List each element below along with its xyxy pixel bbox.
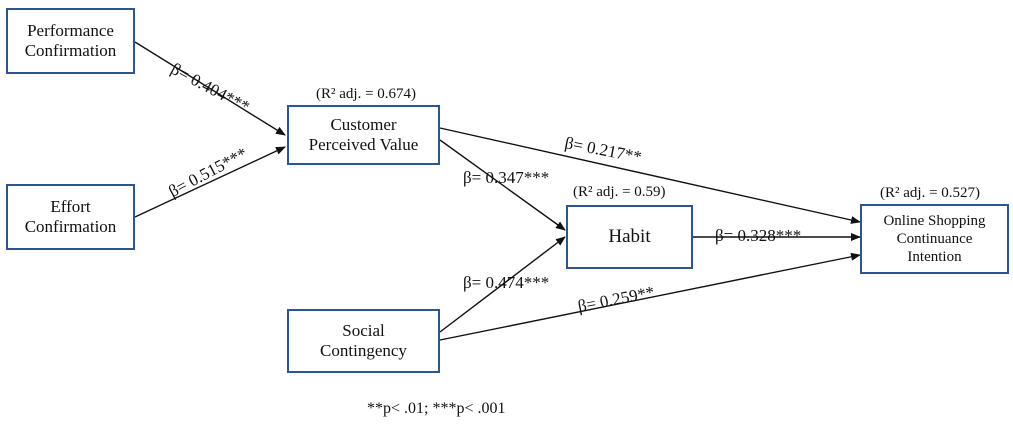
node-effort-confirmation: Effort Confirmation: [6, 184, 135, 250]
label-cpv-habit: β= 0.347***: [463, 168, 550, 187]
node-performance-line1: Performance: [27, 20, 114, 40]
node-cpv-line1: Customer: [330, 114, 397, 134]
node-habit: Habit: [566, 205, 693, 269]
node-osci-line3: Intention: [907, 249, 962, 265]
node-performance-line2: Confirmation: [24, 41, 117, 60]
label-habit-osci: β= 0.328***: [715, 226, 802, 245]
arrow-social-to-habit: [439, 236, 566, 333]
r2-cpv: (R² adj. = 0.674): [316, 86, 417, 102]
node-osci-line1: Online Shopping: [883, 213, 986, 229]
node-habit-line1: Habit: [608, 225, 651, 247]
node-online-shopping-continuance-intention: Online Shopping Continuance Intention: [860, 204, 1009, 274]
node-cpv-line2: Perceived Value: [308, 135, 419, 154]
arrow-effort-to-cpv: [134, 146, 286, 218]
arrow-cpv-to-habit: [439, 139, 566, 231]
arrow-cpv-to-osci: [439, 127, 861, 224]
node-performance-confirmation: Performance Confirmation: [6, 8, 135, 74]
arrow-social-to-osci: [439, 252, 861, 341]
label-social-habit: β= 0.474***: [463, 273, 550, 292]
node-social-line1: Social: [342, 320, 385, 340]
node-social-line2: Contingency: [320, 341, 407, 360]
r2-habit: (R² adj. = 0.59): [573, 184, 666, 200]
node-effort-line1: Effort: [50, 196, 91, 216]
arrow-performance-to-cpv: [134, 41, 286, 136]
node-osci-line2: Continuance: [896, 231, 973, 247]
r2-osci: (R² adj. = 0.527): [880, 185, 981, 201]
significance-footnote: **p< .01; ***p< .001: [367, 400, 506, 417]
node-effort-line2: Confirmation: [24, 217, 117, 236]
node-social-contingency: Social Contingency: [287, 309, 440, 373]
node-customer-perceived-value: Customer Perceived Value: [287, 105, 440, 165]
